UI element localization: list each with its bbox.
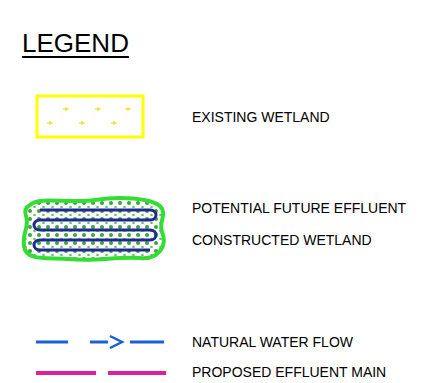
legend-text: PROPOSED EFFLUENT MAIN — [192, 363, 432, 381]
constructed-wetland-sample — [24, 198, 164, 260]
legend-text: NATURAL WATER FLOW — [192, 333, 432, 351]
effluent-main-sample — [36, 373, 166, 374]
legend-text: EXISTING WETLAND — [192, 108, 432, 126]
natural-flow-sample — [36, 336, 164, 348]
existing-wetland-sample — [37, 96, 143, 137]
legend-text: POTENTIAL FUTURE EFFLUENT CONSTRUCTED WE… — [192, 192, 428, 256]
legend-title: LEGEND — [22, 28, 129, 59]
